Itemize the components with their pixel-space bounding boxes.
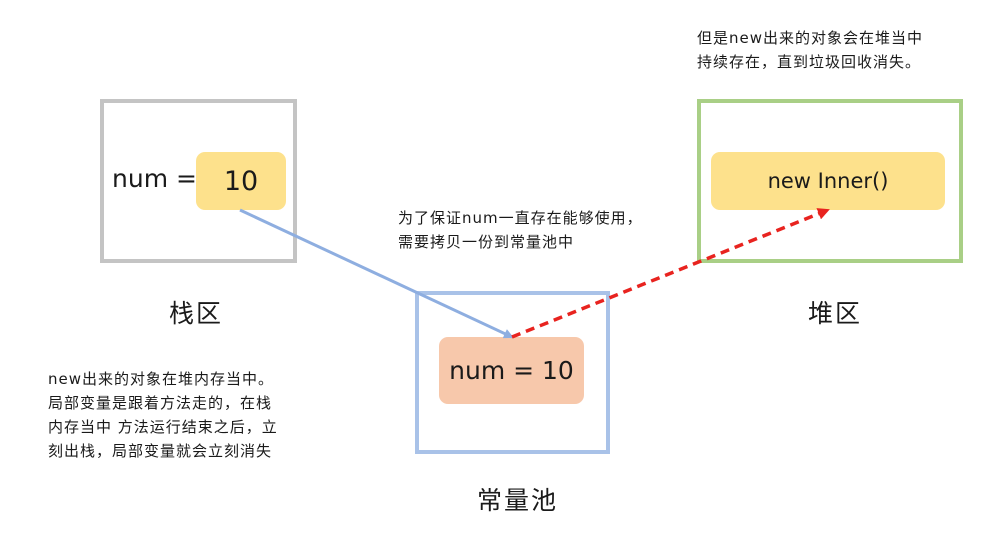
stack-note: new出来的对象在堆内存当中。 局部变量是跟着方法走的，在栈 内存当中 方法运行… bbox=[48, 367, 278, 463]
stack-note-line: 刻出栈，局部变量就会立刻消失 bbox=[48, 442, 273, 460]
constant-pool-note-line: 需要拷贝一份到常量池中 bbox=[398, 233, 575, 251]
constant-pool-entry-pill: num = 10 bbox=[439, 337, 584, 404]
heap-object-pill: new Inner() bbox=[711, 152, 945, 210]
heap-region-title: 堆区 bbox=[808, 299, 863, 328]
stack-note-line: 局部变量是跟着方法走的，在栈 bbox=[48, 394, 273, 412]
stack-region-title: 栈区 bbox=[169, 299, 224, 328]
stack-value-pill: 10 bbox=[196, 152, 286, 210]
stack-region-box bbox=[100, 99, 297, 263]
stack-note-line: new出来的对象在堆内存当中。 bbox=[48, 370, 275, 388]
heap-note: 但是new出来的对象会在堆当中 持续存在，直到垃圾回收消失。 bbox=[697, 26, 923, 74]
constant-pool-note-line: 为了保证num一直存在能够使用， bbox=[398, 209, 643, 227]
constant-pool-note: 为了保证num一直存在能够使用， 需要拷贝一份到常量池中 bbox=[398, 206, 643, 254]
heap-note-line: 但是new出来的对象会在堆当中 bbox=[697, 29, 924, 47]
constant-pool-title: 常量池 bbox=[477, 486, 559, 515]
stack-note-line: 内存当中 方法运行结束之后，立 bbox=[48, 418, 278, 436]
heap-region-box bbox=[697, 99, 963, 263]
stack-variable-label: num = bbox=[112, 164, 197, 193]
heap-note-line: 持续存在，直到垃圾回收消失。 bbox=[697, 53, 922, 71]
